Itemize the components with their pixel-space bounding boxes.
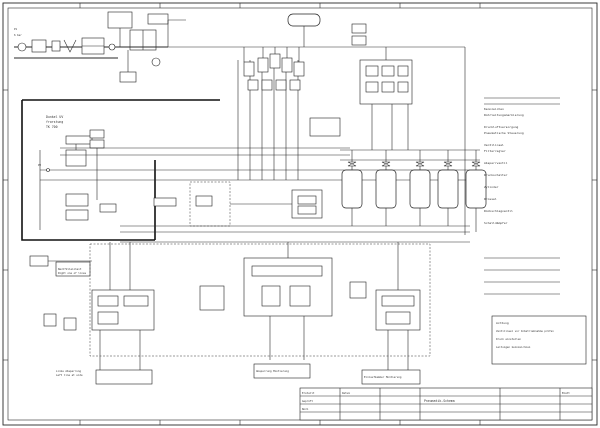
svg-text:Drossel: Drossel [484, 197, 497, 201]
svg-text:Druck einstellen: Druck einstellen [496, 337, 521, 341]
svg-text:Nachfülleinheit: Nachfülleinheit [58, 267, 82, 271]
svg-text:P1: P1 [14, 27, 18, 31]
svg-text:Filterregler: Filterregler [484, 149, 506, 153]
valve-bank-center [237, 47, 305, 180]
svg-text:Geprüft: Geprüft [302, 399, 313, 403]
vessel-row [340, 149, 487, 232]
svg-text:frorstung: frorstung [46, 120, 63, 124]
lower-left-unit: Nachfülleinheit Right one of lines Linke… [29, 242, 155, 385]
svg-text:Left line at side: Left line at side [56, 373, 83, 377]
svg-text:Rohrleitungsmarkierung: Rohrleitungsmarkierung [484, 113, 524, 117]
supply-unit-top-left: P1 6 bar [14, 11, 186, 83]
svg-text:TK 700: TK 700 [46, 125, 58, 129]
svg-text:Datum: Datum [342, 391, 350, 395]
left-cabinet: Dunkel UV frorstung TK 700 [21, 99, 220, 241]
valve-manifold-right [359, 47, 413, 150]
svg-text:P2: P2 [38, 163, 42, 167]
svg-text:Kennzeichen: Kennzeichen [484, 107, 504, 111]
svg-text:Erstellt: Erstellt [302, 391, 315, 395]
svg-text:Druckschalter: Druckschalter [484, 173, 508, 177]
lower-right-unit: Einlaufkammer Montierung [349, 242, 421, 385]
svg-text:Absperrung Montierung: Absperrung Montierung [256, 369, 289, 373]
svg-text:Linke Absperrung: Linke Absperrung [56, 369, 81, 373]
svg-text:Dunkel UV: Dunkel UV [46, 115, 63, 119]
svg-text:Norm: Norm [302, 407, 309, 411]
svg-text:Right one of lines: Right one of lines [58, 271, 87, 275]
top-receiver-tank [287, 13, 367, 47]
svg-text:Einlaufkammer Montierung: Einlaufkammer Montierung [364, 375, 402, 379]
center-control-unit [153, 117, 341, 227]
svg-text:Absperrventil: Absperrventil [484, 161, 508, 165]
signal-lines [60, 147, 470, 243]
svg-text:Leitungen kennzeichnen: Leitungen kennzeichnen [496, 345, 531, 349]
zone-ticks [3, 3, 597, 425]
svg-text:Druckluftversorgung: Druckluftversorgung [484, 125, 519, 129]
notes-column: Kennzeichen Rohrleitungsmarkierung Druck… [484, 97, 560, 295]
svg-text:6 bar: 6 bar [14, 33, 22, 37]
svg-text:Ventilinsel vor Inbetriebnahme: Ventilinsel vor Inbetriebnahme prüfen [496, 329, 554, 333]
title-block: Erstellt Geprüft Norm Datum Blatt Pneuma… [299, 387, 593, 421]
lower-center-unit: Absperrung Montierung [199, 242, 333, 379]
svg-text:Achtung: Achtung [496, 321, 509, 325]
svg-text:Pneumatische Steuerung: Pneumatische Steuerung [484, 131, 524, 135]
svg-text:Pneumatik-Schema: Pneumatik-Schema [424, 399, 455, 403]
svg-text:Zylinder: Zylinder [484, 185, 499, 189]
svg-text:Ventilinsel: Ventilinsel [484, 143, 504, 147]
svg-text:Rückschlagventil: Rückschlagventil [484, 209, 513, 213]
left-cabinet-components: P2 [38, 129, 200, 230]
svg-text:Schalldämpfer: Schalldämpfer [484, 221, 508, 225]
svg-text:Blatt: Blatt [562, 391, 570, 395]
legend-box: Achtung Ventilinsel vor Inbetriebnahme p… [491, 315, 587, 365]
lower-enclosure [89, 243, 431, 357]
